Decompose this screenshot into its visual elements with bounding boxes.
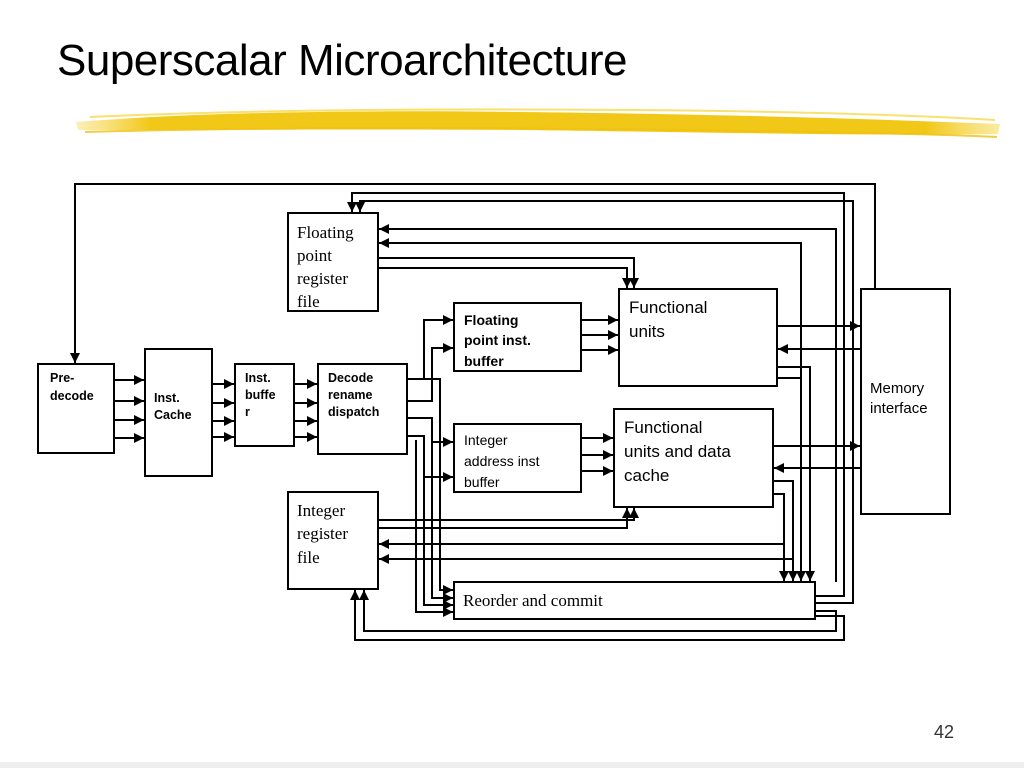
link-decode-intbuf-2	[407, 435, 453, 482]
reorder-block	[453, 581, 816, 620]
link-intreg-intfu-1	[378, 508, 639, 521]
predecode-label: Pre- decode	[50, 371, 94, 403]
footer-bar	[0, 762, 1024, 768]
int-func-units-block	[613, 408, 774, 508]
memory-block	[860, 288, 951, 515]
fp-func-units-label: Functional units	[629, 298, 712, 341]
link-fpreg-fpfu-2	[378, 267, 632, 288]
int-addr-buffer-label: Integer address inst buffer	[464, 432, 543, 490]
inst-buffer-label: Inst. buffe r	[245, 371, 279, 419]
link-fpfu-reorder-1	[777, 366, 815, 581]
inst-buffer-block	[234, 363, 295, 447]
connections	[70, 183, 876, 641]
inst-cache-label: Inst. Cache	[154, 391, 192, 422]
title-highlight	[76, 108, 1000, 138]
diagram-blocks	[37, 212, 951, 620]
link-intreg-intfu-2	[378, 508, 632, 529]
link-results-fpreg-1	[379, 224, 837, 582]
link-memory-predecode	[70, 183, 876, 363]
fp-func-units-block	[618, 288, 778, 387]
link-reorder-fpreg-2	[355, 200, 854, 604]
block-labels: Pre- decode Inst. Cache Inst. buffe r De…	[50, 223, 928, 610]
link-decode-intbuf-1	[407, 417, 453, 447]
decode-label: Decode rename dispatch	[328, 371, 379, 419]
reorder-label: Reorder and commit	[463, 591, 603, 610]
predecode-block	[37, 363, 115, 454]
page-number: 42	[934, 722, 955, 742]
decode-block	[317, 363, 408, 455]
link-reorder-intreg-2	[350, 590, 845, 641]
link-fpfu-reorder-2	[777, 377, 806, 581]
inst-cache-block	[144, 348, 213, 477]
link-decode-reorder-1	[415, 440, 453, 617]
slide-title: Superscalar Microarchitecture	[57, 36, 627, 85]
int-regfile-label: Integer register file	[297, 501, 352, 567]
link-decode-reorder-3	[431, 442, 453, 603]
link-decode-reorder-2	[423, 477, 453, 610]
int-func-units-label: Functional units and data cache	[624, 418, 736, 485]
link-intfu-reorder-1	[773, 480, 798, 581]
link-reorder-intreg	[359, 590, 837, 632]
int-regfile-block	[287, 491, 379, 590]
link-intfu-reorder-2	[773, 493, 789, 581]
link-decode-reorder-4	[407, 378, 453, 595]
fp-inst-buffer-block	[453, 302, 582, 372]
fp-regfile-label: Floating point register file	[297, 223, 358, 311]
link-reorder-fpreg	[347, 192, 845, 597]
memory-label: Memory interface	[870, 380, 928, 417]
fp-regfile-block	[287, 212, 379, 312]
int-addr-buffer-block	[453, 423, 582, 493]
link-fpreg-fpfu-1	[378, 257, 639, 288]
fp-inst-buffer-label: Floating point inst. buffer	[464, 312, 535, 369]
link-decode-fpbuf-1	[407, 315, 453, 380]
link-decode-fpbuf-2	[407, 343, 453, 402]
